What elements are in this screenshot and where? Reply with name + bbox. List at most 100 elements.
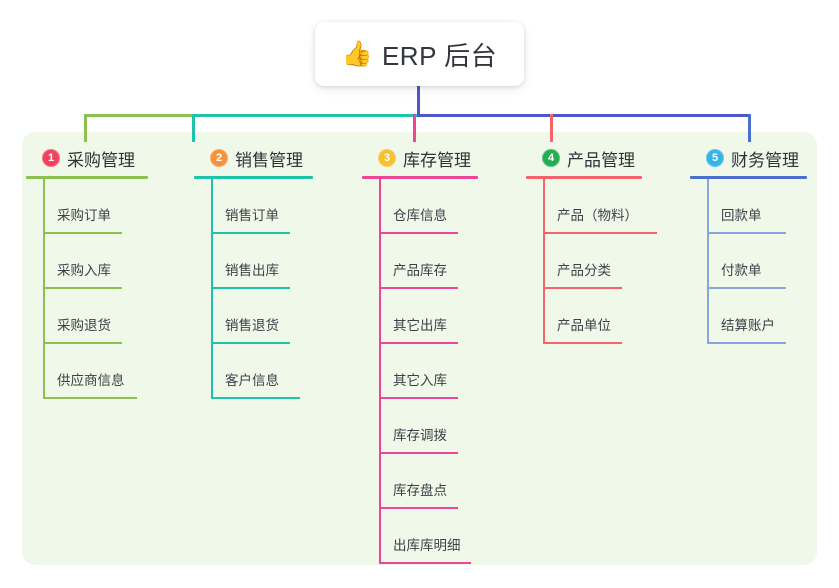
item-label: 产品（物料） (557, 208, 638, 223)
column-purchasing: 1 采购管理 采购订单 采购入库 采购退货 供应商信息 (26, 146, 178, 399)
list-item[interactable]: 产品分类 (526, 234, 696, 289)
column-header-purchasing[interactable]: 1 采购管理 (26, 146, 178, 170)
item-rule (379, 232, 458, 234)
connector-root-stem (417, 86, 420, 116)
connector-drop-5 (748, 114, 751, 142)
column-sales: 2 销售管理 销售订单 销售出库 销售退货 客户信息 (194, 146, 346, 399)
connector-bus-segment-green (84, 114, 192, 117)
item-rule (211, 342, 290, 344)
item-rule (379, 342, 458, 344)
list-item[interactable]: 仓库信息 (362, 179, 522, 234)
item-label: 产品单位 (557, 318, 611, 333)
list-item[interactable]: 采购订单 (26, 179, 178, 234)
list-item[interactable]: 产品（物料） (526, 179, 696, 234)
connector-drop-2 (192, 114, 195, 142)
list-item[interactable]: 产品库存 (362, 234, 522, 289)
column-spine-sales (211, 179, 213, 399)
item-label: 出库库明细 (393, 538, 461, 553)
column-badge-5: 5 (706, 149, 724, 167)
root-node[interactable]: 👍 ERP 后台 (315, 22, 524, 86)
column-badge-1: 1 (42, 149, 60, 167)
column-spine-finance (707, 179, 709, 344)
item-rule (543, 232, 657, 234)
item-label: 销售订单 (225, 208, 279, 223)
item-label: 产品分类 (557, 263, 611, 278)
list-item[interactable]: 采购退货 (26, 289, 178, 344)
list-item[interactable]: 客户信息 (194, 344, 346, 399)
item-label: 采购退货 (57, 318, 111, 333)
column-rule-product (526, 176, 642, 179)
connector-bus-segment-teal (192, 114, 417, 117)
item-rule (707, 342, 786, 344)
item-rule (211, 397, 300, 399)
item-label: 销售退货 (225, 318, 279, 333)
list-item[interactable]: 回款单 (690, 179, 839, 234)
list-item[interactable]: 销售退货 (194, 289, 346, 344)
column-rule-finance (690, 176, 807, 179)
item-rule (543, 287, 622, 289)
column-items-finance: 回款单 付款单 结算账户 (690, 179, 839, 344)
list-item[interactable]: 产品单位 (526, 289, 696, 344)
item-rule (211, 232, 290, 234)
item-rule (43, 287, 122, 289)
column-title-sales: 销售管理 (235, 150, 303, 170)
item-rule (707, 232, 786, 234)
item-label: 其它出库 (393, 318, 447, 333)
column-items-product: 产品（物料） 产品分类 产品单位 (526, 179, 696, 344)
column-title-product: 产品管理 (567, 150, 635, 170)
list-item[interactable]: 采购入库 (26, 234, 178, 289)
item-rule (379, 562, 471, 564)
root-node-content: 👍 ERP 后台 (342, 36, 497, 73)
column-badge-3: 3 (378, 149, 396, 167)
column-title-finance: 财务管理 (731, 150, 799, 170)
item-rule (379, 397, 458, 399)
root-title: ERP 后台 (381, 40, 498, 71)
item-rule (543, 342, 622, 344)
column-title-inventory: 库存管理 (403, 150, 471, 170)
list-item[interactable]: 销售出库 (194, 234, 346, 289)
item-label: 采购入库 (57, 263, 111, 278)
list-item[interactable]: 其它入库 (362, 344, 522, 399)
item-label: 结算账户 (721, 318, 775, 333)
item-label: 供应商信息 (57, 373, 125, 388)
item-label: 销售出库 (225, 263, 279, 278)
column-header-inventory[interactable]: 3 库存管理 (362, 146, 522, 170)
item-label: 回款单 (721, 208, 762, 223)
column-items-inventory: 仓库信息 产品库存 其它出库 其它入库 库存调拨 库存盘点 (362, 179, 522, 564)
list-item[interactable]: 库存调拨 (362, 399, 522, 454)
column-header-product[interactable]: 4 产品管理 (526, 146, 696, 170)
list-item[interactable]: 付款单 (690, 234, 839, 289)
item-rule (43, 397, 137, 399)
list-item[interactable]: 库存盘点 (362, 454, 522, 509)
item-label: 其它入库 (393, 373, 447, 388)
list-item[interactable]: 出库库明细 (362, 509, 522, 564)
list-item[interactable]: 结算账户 (690, 289, 839, 344)
column-inventory: 3 库存管理 仓库信息 产品库存 其它出库 其它入库 库存调拨 (362, 146, 522, 564)
column-spine-inventory (379, 179, 381, 564)
column-finance: 5 财务管理 回款单 付款单 结算账户 (690, 146, 839, 344)
item-rule (379, 452, 458, 454)
item-rule (379, 287, 458, 289)
item-label: 付款单 (721, 263, 762, 278)
list-item[interactable]: 供应商信息 (26, 344, 178, 399)
column-product: 4 产品管理 产品（物料） 产品分类 产品单位 (526, 146, 696, 344)
item-rule (211, 287, 290, 289)
column-rule-purchasing (26, 176, 148, 179)
item-rule (43, 232, 122, 234)
column-header-finance[interactable]: 5 财务管理 (690, 146, 839, 170)
list-item[interactable]: 其它出库 (362, 289, 522, 344)
list-item[interactable]: 销售订单 (194, 179, 346, 234)
connector-drop-3 (413, 114, 416, 142)
connector-bus-segment-blue (417, 114, 751, 117)
column-items-purchasing: 采购订单 采购入库 采购退货 供应商信息 (26, 179, 178, 399)
column-rule-sales (194, 176, 313, 179)
item-label: 采购订单 (57, 208, 111, 223)
item-rule (379, 507, 458, 509)
column-rule-inventory (362, 176, 478, 179)
item-rule (43, 342, 122, 344)
thumbs-up-icon: 👍 (341, 39, 373, 68)
column-badge-2: 2 (210, 149, 228, 167)
column-badge-4: 4 (542, 149, 560, 167)
column-header-sales[interactable]: 2 销售管理 (194, 146, 346, 170)
